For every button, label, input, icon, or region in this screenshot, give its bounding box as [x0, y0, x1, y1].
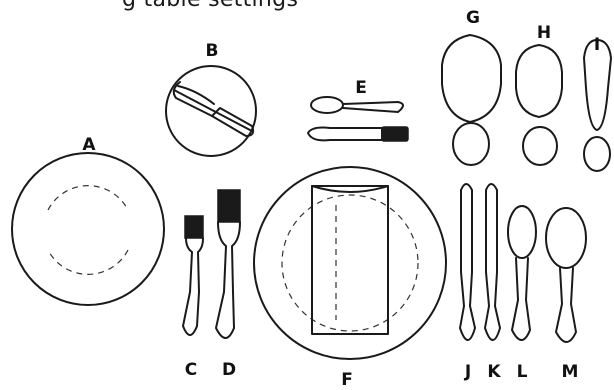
dinner-plate-f	[254, 167, 446, 359]
plate-a	[12, 153, 164, 305]
label-c: C	[181, 362, 201, 379]
dinner-fork-d	[216, 190, 240, 338]
knife-k	[485, 184, 500, 340]
label-l: L	[512, 364, 532, 381]
label-a: A	[79, 137, 99, 154]
label-d: D	[219, 362, 239, 379]
label-g: G	[463, 10, 483, 27]
label-f: F	[337, 372, 357, 389]
dessert-fork-e	[308, 127, 408, 141]
label-h: H	[534, 25, 554, 42]
teaspoon-l	[508, 206, 536, 340]
dessert-spoon-e	[311, 97, 403, 113]
bread-plate-b	[166, 66, 256, 156]
label-b: B	[202, 43, 222, 60]
flute-glass-i	[584, 40, 611, 171]
knife-j	[460, 184, 475, 340]
label-i: I	[587, 37, 607, 54]
label-j: J	[458, 364, 478, 381]
label-e: E	[351, 80, 371, 97]
salad-fork-c	[183, 216, 203, 335]
label-k: K	[484, 364, 504, 381]
water-goblet-g	[442, 35, 501, 165]
napkin-f	[312, 186, 388, 334]
soup-spoon-m	[546, 208, 586, 342]
wine-glass-h	[516, 45, 562, 165]
label-m: M	[560, 364, 580, 381]
